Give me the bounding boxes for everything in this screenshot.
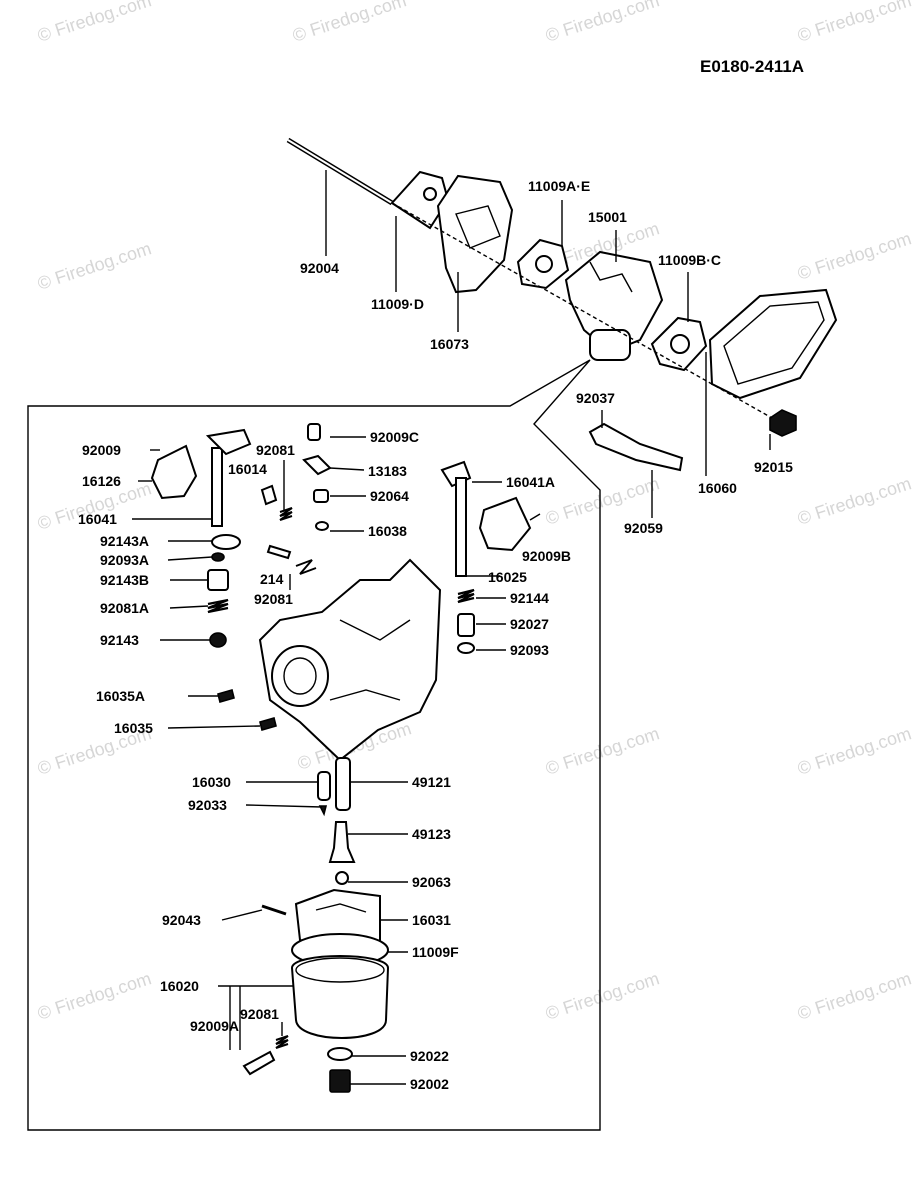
part-label: 92022	[410, 1048, 449, 1064]
part-label: 13183	[368, 463, 407, 479]
part-label: 92009B	[522, 548, 571, 564]
part-label: 92037	[576, 390, 615, 406]
part-labels: 92004 11009·D 16073 11009A·E 15001 11009…	[78, 178, 793, 1092]
part-label: 16041	[78, 511, 117, 527]
part-label: 92143A	[100, 533, 149, 549]
part-label: 92093	[510, 642, 549, 658]
watermark: © Firedog.com	[795, 0, 914, 46]
part-label: 92063	[412, 874, 451, 890]
part-label: 92015	[754, 459, 793, 475]
part-label: 92093A	[100, 552, 149, 568]
watermark: © Firedog.com	[543, 0, 662, 46]
part-label: 92004	[300, 260, 339, 276]
hose-part	[588, 422, 684, 472]
watermark-layer: © Firedog.com © Firedog.com © Firedog.co…	[35, 0, 914, 1024]
carburetor-body-part	[258, 558, 442, 762]
part-label: 16060	[698, 480, 737, 496]
part-label: 11009·D	[371, 296, 424, 312]
throttle-plate-part	[150, 444, 198, 500]
nut-part	[769, 409, 797, 437]
part-label: 92144	[510, 590, 549, 606]
part-label: 15001	[588, 209, 627, 225]
part-label: 92064	[370, 488, 409, 504]
part-label: 92027	[510, 616, 549, 632]
lower-assembly	[150, 423, 541, 1093]
part-label: 92059	[624, 520, 663, 536]
part-label: 16014	[228, 461, 267, 477]
part-label: 92009C	[370, 429, 419, 445]
watermark: © Firedog.com	[795, 228, 914, 284]
part-label: 92081A	[100, 600, 149, 616]
part-label: 49121	[412, 774, 451, 790]
detail-frame	[27, 359, 601, 1131]
part-label: 49123	[412, 826, 451, 842]
part-label: 92009	[82, 442, 121, 458]
watermark: © Firedog.com	[35, 238, 154, 294]
diagram-code: E0180-2411A	[700, 57, 804, 76]
choke-plate-part	[478, 496, 532, 552]
part-label: 16073	[430, 336, 469, 352]
watermark: © Firedog.com	[35, 968, 154, 1024]
part-label: 11009F	[412, 944, 459, 960]
part-label: 16126	[82, 473, 121, 489]
part-label: 16031	[412, 912, 451, 928]
watermark: © Firedog.com	[795, 473, 914, 529]
part-label: 92002	[410, 1076, 449, 1092]
part-label: 16020	[160, 978, 199, 994]
part-label: 11009B·C	[658, 252, 721, 268]
watermark: © Firedog.com	[35, 0, 154, 46]
shaft-part	[211, 447, 223, 527]
part-label: 92081	[254, 591, 293, 607]
part-label: 214	[260, 571, 284, 587]
part-label: 92033	[188, 797, 227, 813]
gasket-part	[390, 170, 450, 230]
watermark: © Firedog.com	[543, 968, 662, 1024]
upper-assembly	[286, 137, 838, 472]
part-label: 16025	[488, 569, 527, 585]
part-label: 92009A	[190, 1018, 239, 1034]
part-label: 92081	[256, 442, 295, 458]
insulator-part	[436, 174, 514, 294]
part-label: 16041A	[506, 474, 555, 490]
part-label: 92143	[100, 632, 139, 648]
part-label: 92143B	[100, 572, 149, 588]
float-bowl-part	[290, 955, 390, 1039]
watermark: © Firedog.com	[795, 968, 914, 1024]
part-label: 92043	[162, 912, 201, 928]
leader-lines	[132, 170, 771, 1085]
part-label: 92081	[240, 1006, 279, 1022]
watermark: © Firedog.com	[543, 723, 662, 779]
part-label: 16038	[368, 523, 407, 539]
part-label: 16035	[114, 720, 153, 736]
part-label: 16030	[192, 774, 231, 790]
watermark: © Firedog.com	[290, 0, 409, 46]
part-label: 16035A	[96, 688, 145, 704]
part-label: 11009A·E	[528, 178, 590, 194]
watermark: © Firedog.com	[795, 723, 914, 779]
